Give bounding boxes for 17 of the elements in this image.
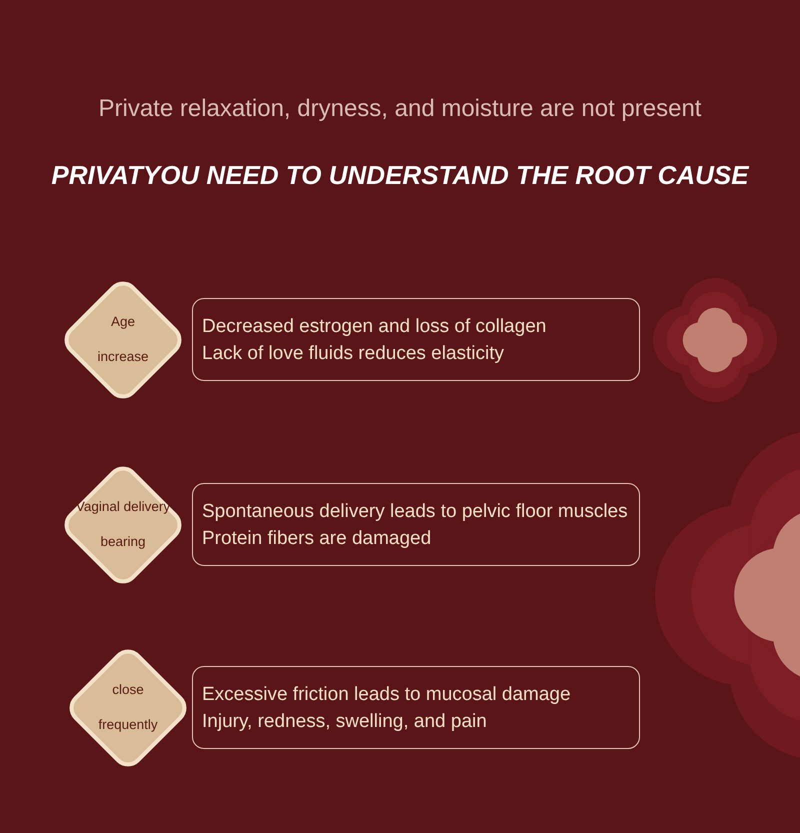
badge-text: increase (96, 348, 150, 364)
badge-text: Age (110, 314, 136, 328)
badge-text: bearing (99, 534, 147, 548)
description-text: Spontaneous delivery leads to pelvic floor muscles (202, 500, 628, 524)
description-text: Protein fibers are damaged (202, 527, 432, 551)
heading-text: PRIVATYOU NEED TO UNDERSTAND THE ROOT CAUSE (50, 160, 750, 191)
description-panel (192, 666, 640, 749)
description-panel (192, 298, 640, 381)
description-panel (192, 483, 640, 566)
description-text: Injury, redness, swelling, and pain (202, 710, 487, 734)
description-text: Excessive friction leads to mucosal damage (202, 683, 571, 707)
badge-text: close (111, 682, 145, 696)
badge-text: Vaginal delivery (74, 498, 172, 514)
badge-text: frequently (97, 716, 159, 732)
subtitle-text: Private relaxation, dryness, and moisture are not present (98, 95, 702, 123)
description-text: Lack of love fluids reduces elasticity (202, 342, 504, 366)
description-text: Decreased estrogen and loss of collagen (202, 315, 546, 339)
